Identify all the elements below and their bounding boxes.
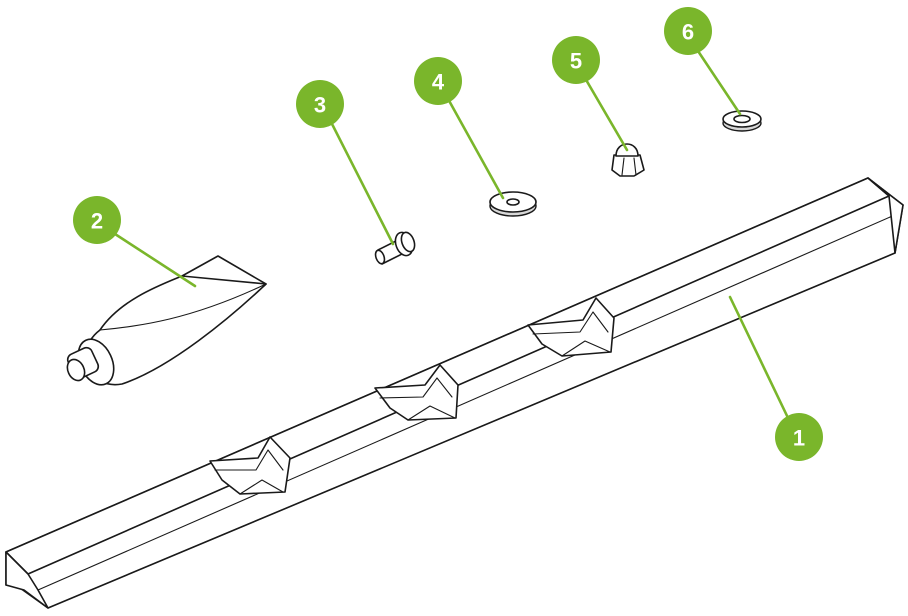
leader-line-5 <box>583 76 629 152</box>
part-2-adhesive-tube <box>66 255 267 386</box>
callout-5: 5 <box>552 36 629 152</box>
part-6-flat-washer <box>722 110 762 132</box>
callout-label-5: 5 <box>570 49 582 74</box>
callout-circle-1 <box>775 413 823 461</box>
leader-line-4 <box>445 95 505 200</box>
callout-circle-4 <box>414 57 462 105</box>
callout-3: 3 <box>296 80 395 246</box>
callout-circle-6 <box>664 7 712 55</box>
bar-notch-1 <box>209 436 291 495</box>
part-1-channel-bar <box>5 177 904 609</box>
part-4-rubber-washer <box>489 191 537 217</box>
leader-line-3 <box>328 118 395 246</box>
bar-notch-2 <box>374 364 459 421</box>
leader-line-1 <box>728 295 791 422</box>
callout-1: 1 <box>728 295 823 461</box>
leader-line-6 <box>694 46 742 116</box>
part-3-rivet <box>374 231 416 265</box>
bar-notch-3 <box>527 297 615 357</box>
callout-circle-2 <box>73 196 121 244</box>
callout-6: 6 <box>664 7 742 116</box>
callout-layer: 1 2 3 4 5 6 <box>73 7 823 461</box>
callout-label-2: 2 <box>91 209 103 234</box>
callout-label-1: 1 <box>793 426 805 451</box>
callout-label-4: 4 <box>432 70 445 95</box>
callout-label-3: 3 <box>314 93 326 118</box>
callout-2: 2 <box>73 196 197 288</box>
callout-circle-5 <box>552 36 600 84</box>
callout-label-6: 6 <box>682 20 694 45</box>
callout-circle-3 <box>296 80 344 128</box>
callout-4: 4 <box>414 57 505 200</box>
leader-line-2 <box>113 232 197 288</box>
part-5-cap-nut <box>611 143 645 177</box>
